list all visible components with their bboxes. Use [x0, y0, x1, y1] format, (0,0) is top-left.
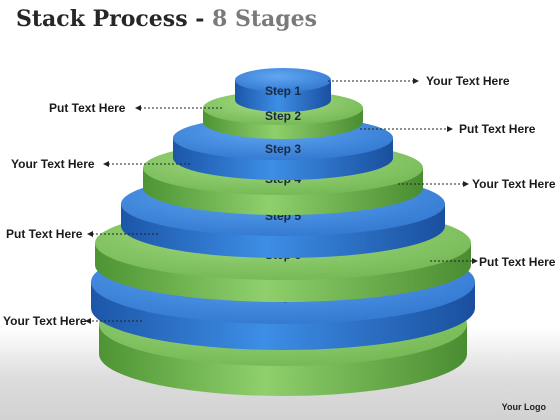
callout-leaders: [85, 78, 478, 324]
title-main: Stack Process -: [16, 6, 213, 32]
stage-1-top: [235, 68, 331, 92]
stage-1-label: Step 1: [265, 84, 301, 98]
callout-left-2: Your Text Here: [11, 157, 95, 171]
page-title: Stack Process - 8 Stages: [16, 6, 317, 32]
callout-left-4: Your Text Here: [3, 314, 87, 328]
logo-text: Your Logo: [501, 402, 546, 412]
callout-right-2: Put Text Here: [459, 122, 536, 136]
callout-left-3: Put Text Here: [6, 227, 83, 241]
callout-right-4: Put Text Here: [479, 255, 556, 269]
title-accent: 8 Stages: [212, 6, 318, 32]
stage-2-label: Step 2: [265, 109, 301, 123]
callout-left-1: Put Text Here: [49, 101, 126, 115]
callout-right-3: Your Text Here: [472, 177, 556, 191]
stage-1: Step 1: [235, 68, 331, 112]
callout-right-1: Your Text Here: [426, 74, 510, 88]
stage-3-label: Step 3: [265, 142, 301, 156]
